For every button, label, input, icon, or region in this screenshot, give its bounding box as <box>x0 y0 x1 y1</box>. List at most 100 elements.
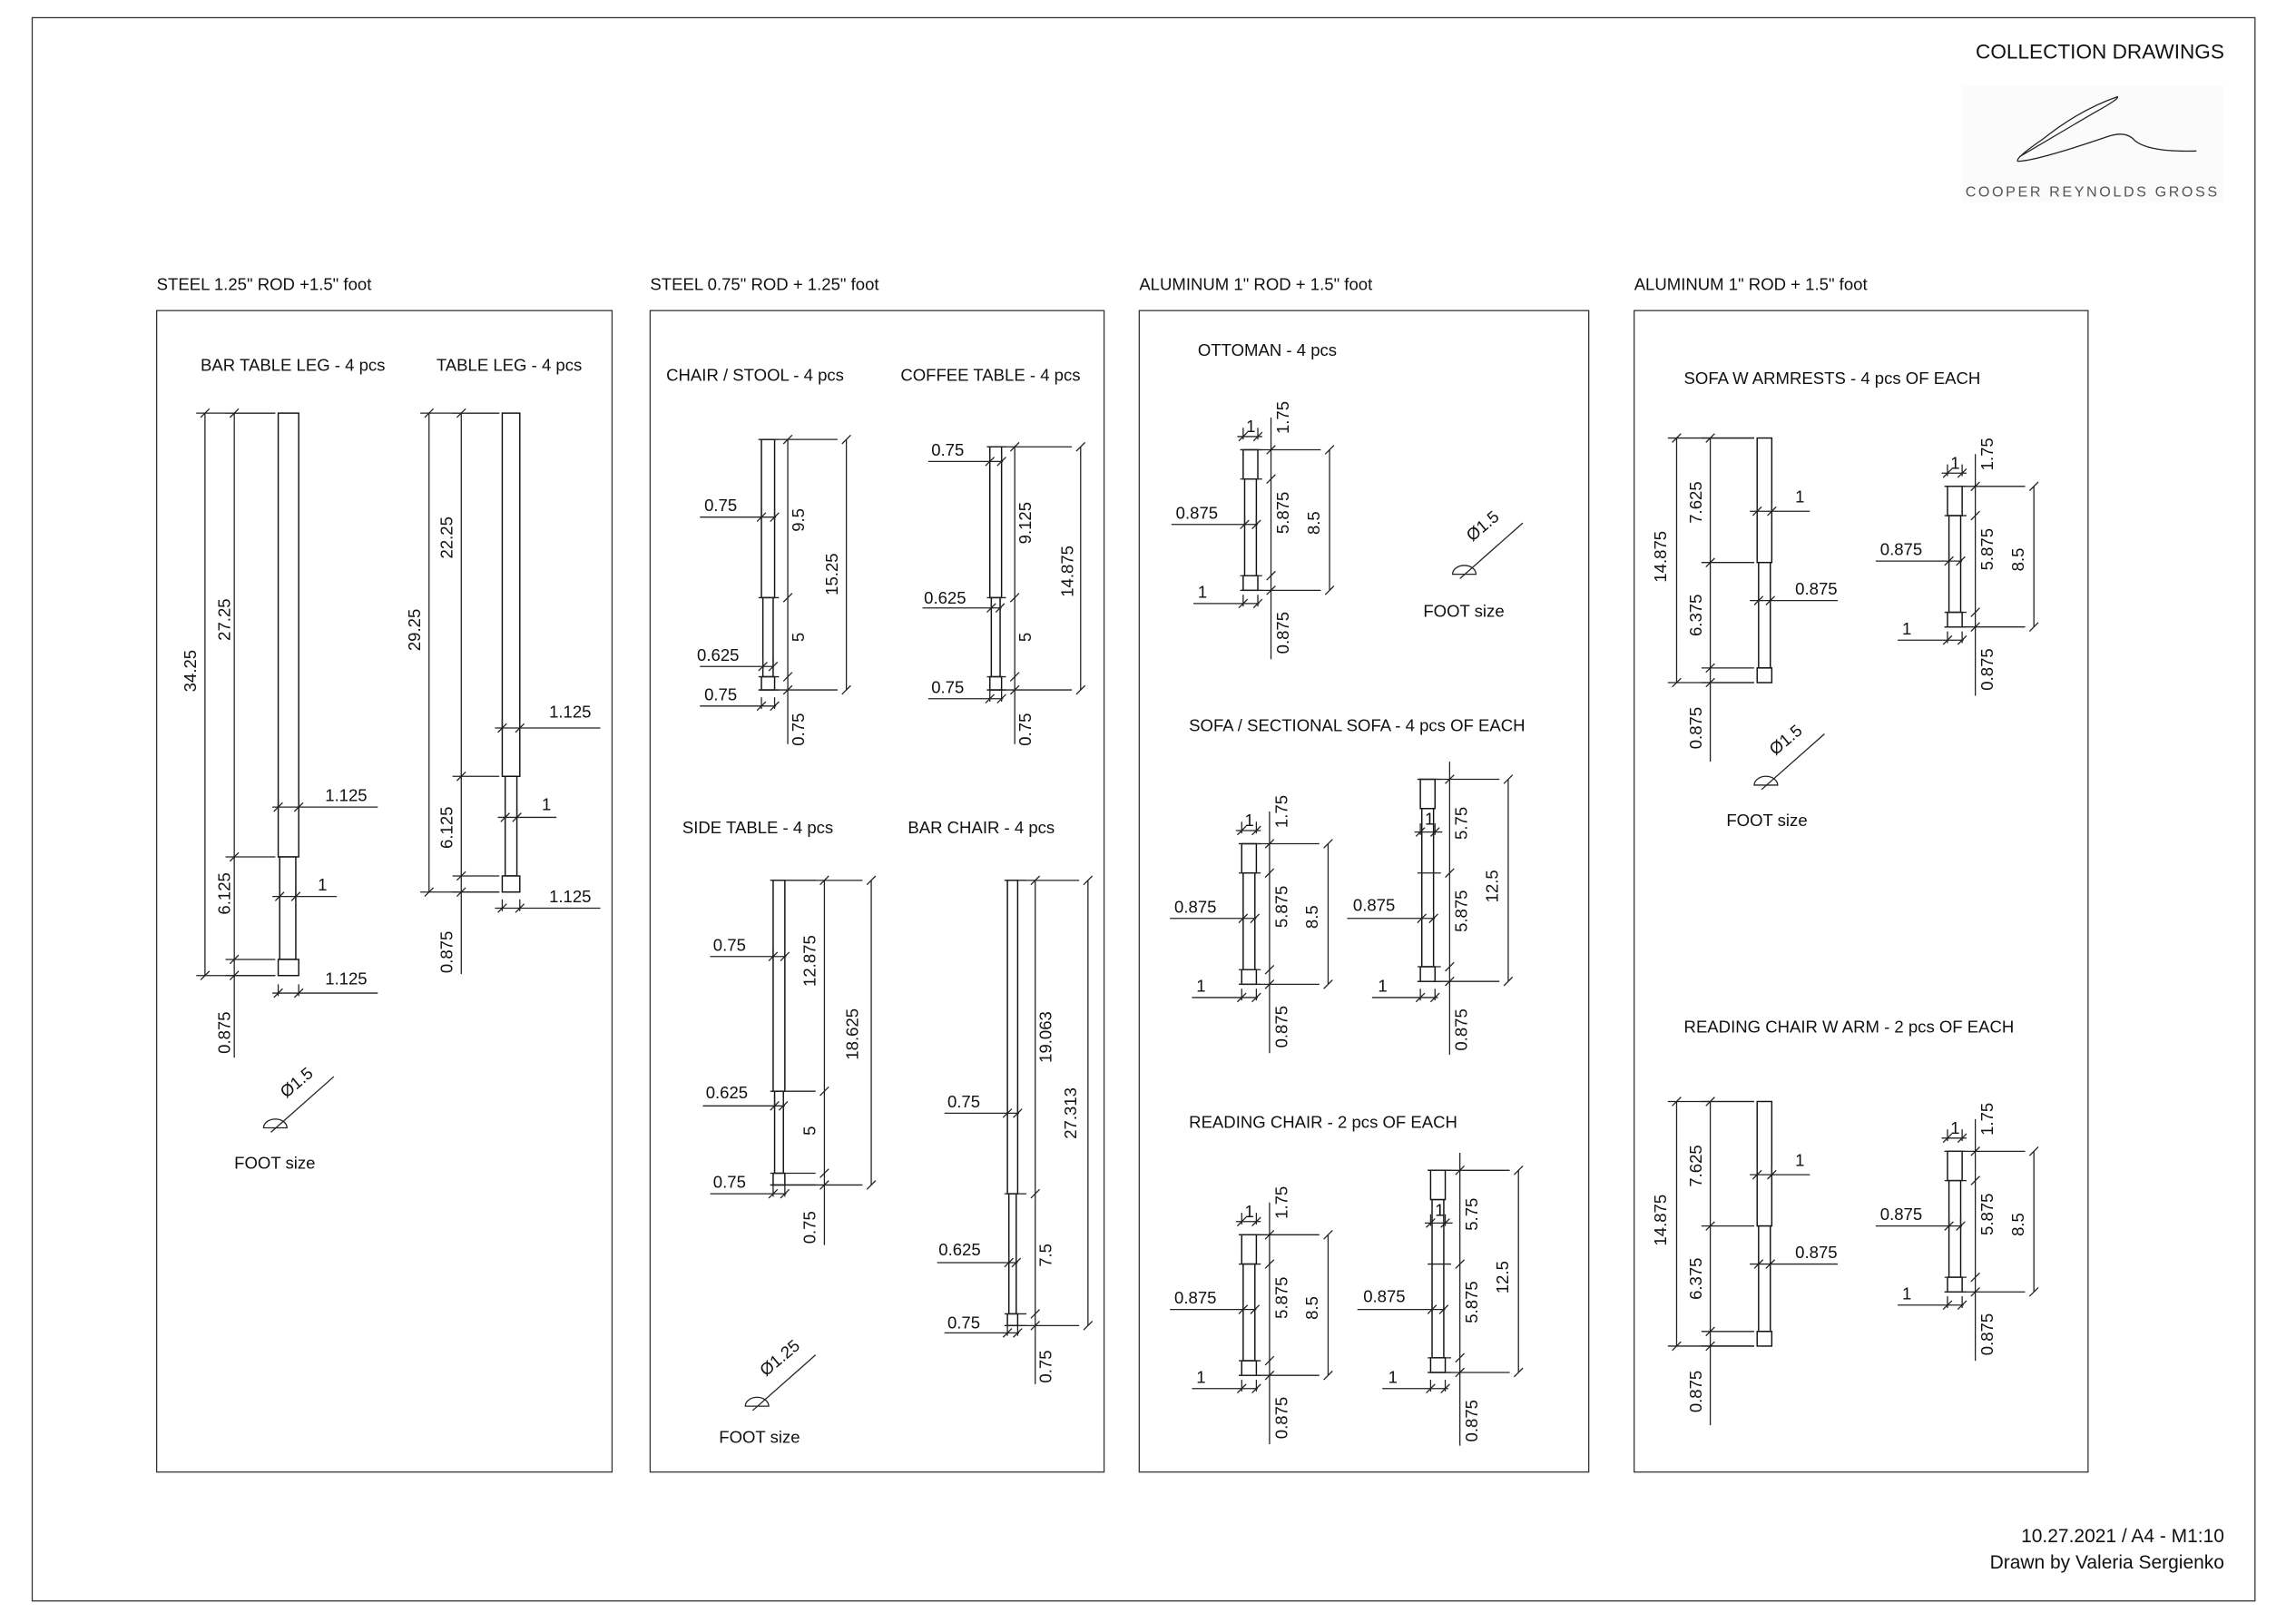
dimension-label: 5.875 <box>1462 1281 1481 1323</box>
dimension-label: 7.625 <box>1686 481 1705 523</box>
foot-diameter: Ø1.25 <box>756 1335 803 1380</box>
rod-segment <box>1242 1263 1256 1362</box>
dimension-line <box>270 1076 335 1133</box>
rod-segment <box>772 1172 786 1186</box>
date-scale: 10.27.2021 / A4 - M1:10 <box>2021 1526 2224 1547</box>
dimension-line <box>2028 622 2039 632</box>
panel-frame <box>1634 310 2089 1473</box>
dimension-label: 1 <box>1950 1118 1959 1137</box>
rod-segment <box>504 775 518 877</box>
dimension-line <box>819 1086 829 1097</box>
dimension-line <box>1075 684 1086 695</box>
dimension-label: 5.875 <box>1977 528 1997 570</box>
dimension-label: 5 <box>789 633 808 642</box>
dimension-label: 0.875 <box>214 1011 233 1053</box>
dimension-label: 5.875 <box>1271 886 1290 928</box>
foot-label: FOOT size <box>1423 601 1504 620</box>
dimension-label: 0.875 <box>1271 1006 1290 1048</box>
dimension-label: 5.75 <box>1462 1198 1481 1231</box>
part-title: READING CHAIR - 2 pcs OF EACH <box>1189 1113 1457 1132</box>
dimension-line <box>1970 510 1980 521</box>
panel-title: STEEL 0.75" ROD + 1.25" foot <box>650 275 879 294</box>
dimension-label: 5.875 <box>1271 1276 1290 1318</box>
dimension-line <box>1264 1355 1275 1366</box>
part-title: COFFEE TABLE - 4 pcs <box>900 366 1080 385</box>
dimension-label: 5.75 <box>1452 807 1471 840</box>
dimension-label: 1 <box>1425 810 1434 829</box>
rod-segment <box>1242 872 1256 970</box>
dimension-line <box>866 875 877 886</box>
dimension-label: 0.875 <box>1880 1205 1922 1224</box>
dimension-label: 1.125 <box>549 887 591 906</box>
dimension-line <box>1264 1259 1275 1269</box>
rod-segment <box>760 675 776 691</box>
dimension-label: 5 <box>800 1126 819 1136</box>
dimension-label: 1 <box>1902 1284 1911 1303</box>
rod-segment <box>1241 969 1258 986</box>
part-drawing: CHAIR / STOOL - 4 pcs9.550.7515.250.750.… <box>666 366 851 746</box>
dimension-label: 8.5 <box>1302 1296 1321 1320</box>
dimension-label: 0.875 <box>1977 1313 1997 1355</box>
rod-segment <box>1241 1360 1258 1376</box>
dimension-label: 9.5 <box>789 508 808 532</box>
dimension-label: 7.625 <box>1686 1145 1705 1186</box>
dimension-label: 5.875 <box>1452 890 1471 932</box>
dimension-line <box>1513 1166 1524 1175</box>
dimension-label: 12.875 <box>800 935 819 987</box>
dimension-label: 0.75 <box>931 440 964 459</box>
dimension-label: 1 <box>1196 976 1205 995</box>
dimension-line <box>1445 961 1455 972</box>
dimension-label: 1 <box>1244 1202 1253 1221</box>
panel-frame <box>649 310 1105 1473</box>
dimension-line <box>1459 522 1524 579</box>
panel-frame <box>156 310 613 1473</box>
rod-segment <box>1758 1225 1771 1333</box>
dimension-line <box>1009 593 1020 603</box>
dimension-line <box>1445 868 1455 879</box>
dimension-line <box>1266 474 1276 485</box>
dimension-line <box>1503 774 1514 784</box>
dimension-label: 8.5 <box>1302 905 1321 929</box>
rod-segment <box>1756 1331 1773 1347</box>
dimension-label: 9.125 <box>1016 502 1035 544</box>
dimension-line <box>841 434 851 445</box>
dimension-label: 0.875 <box>1795 1243 1837 1262</box>
dimension-line <box>1513 1367 1524 1378</box>
rod-segment <box>1006 1313 1019 1327</box>
dimension-label: 1 <box>1435 1200 1444 1219</box>
part-title: OTTOMAN - 4 pcs <box>1198 340 1337 359</box>
dimension-line <box>1264 868 1275 879</box>
dimension-label: 6.375 <box>1686 1258 1705 1300</box>
dimension-label: 0.625 <box>697 645 739 664</box>
dimension-label: 0.75 <box>1036 1350 1055 1382</box>
rod-segment <box>277 412 299 858</box>
dimension-line <box>1083 875 1094 886</box>
dimension-label: 1 <box>1378 976 1387 995</box>
dimension-label: 0.75 <box>704 496 737 515</box>
part-title: SOFA / SECTIONAL SOFA - 4 pcs OF EACH <box>1189 715 1525 734</box>
dimension-label: 0.75 <box>713 1173 746 1192</box>
panel-title: STEEL 1.25" ROD +1.5" foot <box>157 275 373 294</box>
dimension-line <box>1970 607 1980 617</box>
rod-segment <box>1007 1193 1017 1315</box>
part-drawing: READING CHAIR W ARM - 2 pcs OF EACH14.87… <box>1651 1018 2039 1426</box>
dimension-line <box>1083 1321 1094 1331</box>
dimension-label: 1 <box>1388 1367 1398 1386</box>
dimension-line <box>1455 1259 1465 1269</box>
foot-diameter: Ø1.5 <box>276 1063 316 1101</box>
dimension-line <box>1324 445 1335 455</box>
rod-segment <box>1947 611 1963 628</box>
